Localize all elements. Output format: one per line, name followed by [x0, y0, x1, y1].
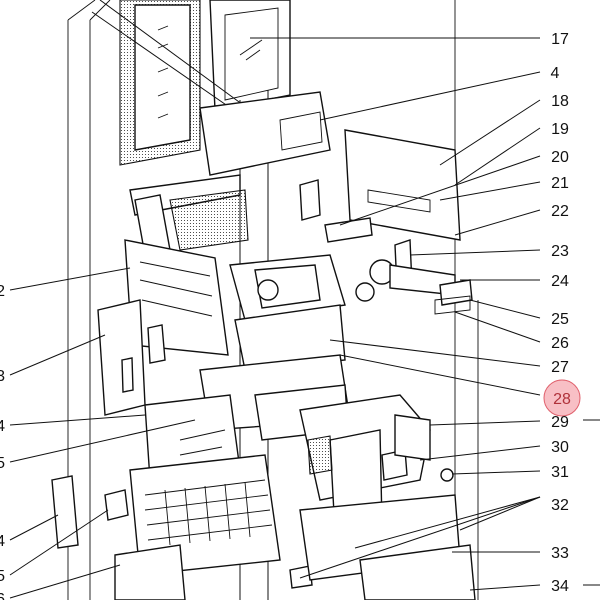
fridge-drawing — [51, 0, 479, 600]
callout-20: 20 — [551, 149, 569, 166]
callout-25: 25 — [551, 311, 569, 328]
callout-4: 4 — [551, 65, 560, 82]
right-callout-labels: 17 4 18 19 20 21 22 23 24 25 26 27 28 29… — [551, 31, 571, 595]
callout-left-5b: 5 — [0, 568, 5, 585]
callout-left-3: 3 — [0, 368, 5, 385]
callout-31: 31 — [551, 464, 569, 481]
callout-left-2: 2 — [0, 283, 5, 300]
callout-18: 18 — [551, 93, 569, 110]
callout-28-highlighted: 28 — [553, 391, 571, 408]
callout-33: 33 — [551, 545, 569, 562]
callout-23: 23 — [551, 243, 569, 260]
callout-left-4b: 4 — [0, 533, 5, 550]
callout-34: 34 — [551, 578, 569, 595]
callout-29: 29 — [551, 414, 569, 431]
callout-22: 22 — [551, 203, 569, 220]
callout-32: 32 — [551, 497, 569, 514]
callout-19: 19 — [551, 121, 569, 138]
callout-21: 21 — [551, 175, 569, 192]
callout-left-5: 5 — [0, 455, 5, 472]
callout-30: 30 — [551, 439, 569, 456]
left-callout-labels: 2 3 4 5 4 5 6 — [0, 283, 5, 600]
callout-17: 17 — [551, 31, 569, 48]
callout-27: 27 — [551, 359, 569, 376]
callout-left-4: 4 — [0, 418, 5, 435]
callout-26: 26 — [551, 335, 569, 352]
callout-24: 24 — [551, 273, 569, 290]
leader-lines — [9, 37, 600, 599]
callout-left-6: 6 — [0, 591, 5, 600]
callout-28-highlight-circle — [543, 379, 581, 417]
